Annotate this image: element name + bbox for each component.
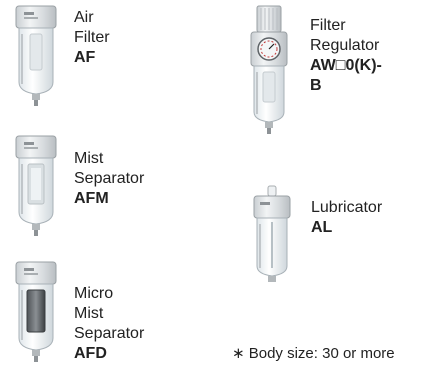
- product-code: AF: [74, 49, 96, 66]
- product-code: AFD: [74, 345, 107, 362]
- filter-regulator-icon: [250, 5, 288, 134]
- mist-separator-icon: [15, 135, 57, 236]
- product-name: Lubricator: [311, 199, 383, 216]
- product-name: Air Filter: [74, 9, 110, 46]
- product-name: Micro Mist Separator: [74, 285, 145, 342]
- footnote: ∗ Body size: 30 or more: [232, 345, 395, 362]
- micro-mist-separator-icon: [15, 261, 57, 362]
- air-filter-icon: [15, 5, 57, 106]
- product-code: AFM: [74, 190, 109, 207]
- product-name: Mist Separator: [74, 150, 145, 187]
- lubricator-icon: [253, 185, 291, 282]
- product-name: Regulator: [310, 37, 380, 54]
- product-name: Filter: [310, 17, 346, 34]
- product-code: AW□0(K)-B: [310, 57, 382, 94]
- product-code: AL: [311, 219, 333, 236]
